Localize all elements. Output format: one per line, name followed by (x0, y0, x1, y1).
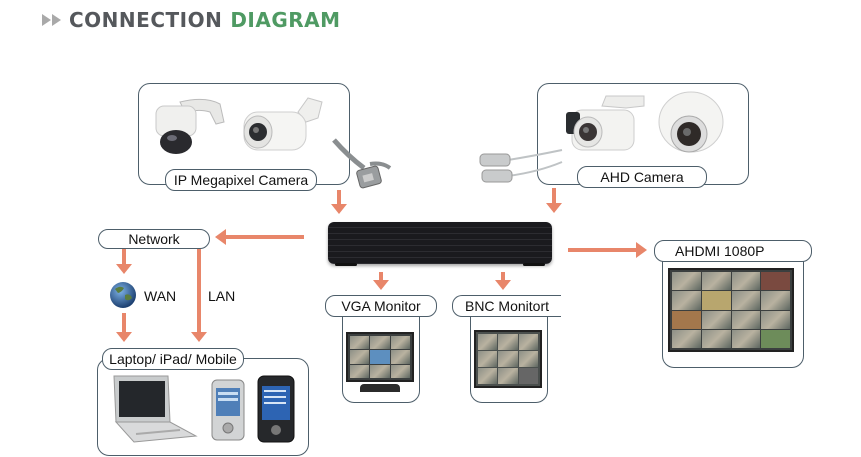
arrow-dvr-to-vga (379, 272, 383, 280)
ptz-dome-camera-icon (155, 98, 225, 154)
dome-camera-icon (658, 91, 724, 153)
ethernet-cable-icon (332, 138, 392, 189)
arrow-dvr-to-hdmi (568, 248, 636, 252)
bullet-camera-icon (566, 95, 645, 151)
vga-monitor-icon (346, 332, 414, 382)
laptop-icon (113, 375, 198, 443)
ahd-camera-label: AHD Camera (577, 166, 707, 188)
arrow-ahd-to-dvr-head (546, 203, 562, 213)
hdmi-monitor-label: AHDMI 1080P (654, 240, 812, 262)
vga-monitor-label-text: VGA Monitor (341, 298, 421, 314)
arrow-network-to-wan-head (116, 264, 132, 274)
network-label-text: Network (128, 231, 180, 247)
bnc-cable-icon (479, 149, 563, 183)
arrow-ip-to-dvr (337, 190, 341, 205)
arrow-dvr-to-network-head (215, 229, 226, 245)
hdmi-monitor-label-text: AHDMI 1080P (675, 243, 765, 259)
arrow-network-to-wan (122, 249, 126, 265)
arrow-network-to-clients-lan-head (191, 332, 207, 342)
arrow-ip-to-dvr-head (331, 204, 347, 214)
double-play-arrow-icon (42, 14, 61, 26)
arrow-dvr-to-bnc-head (495, 280, 511, 290)
arrow-network-to-clients-lan (197, 249, 201, 333)
dvr-recorder-icon (328, 222, 552, 264)
arrow-dvr-to-vga-head (373, 280, 389, 290)
bnc-monitor-label-text: BNC Monitort (464, 298, 550, 314)
lan-label: LAN (208, 288, 236, 304)
bnc-monitor-label: BNC Monitort (452, 295, 561, 317)
ip-camera-label: IP Megapixel Camera (165, 169, 317, 191)
page-title: CONNECTION DIAGRAM (42, 6, 341, 34)
arrow-wan-to-clients (122, 313, 126, 333)
vga-monitor-label: VGA Monitor (325, 295, 437, 317)
title-connection: CONNECTION (69, 8, 223, 32)
arrow-dvr-to-bnc (501, 272, 505, 280)
ip-camera-label-text: IP Megapixel Camera (173, 172, 309, 188)
dvr-foot (523, 263, 545, 266)
ahd-camera-label-text: AHD Camera (600, 169, 684, 185)
wan-label: WAN (144, 288, 177, 304)
bnc-monitor-icon (474, 330, 542, 388)
pda-icon (257, 375, 295, 443)
title-diagram: DIAGRAM (230, 8, 341, 32)
arrow-dvr-to-network (226, 235, 304, 239)
arrow-ahd-to-dvr (552, 188, 556, 204)
hdmi-monitor-icon (668, 268, 794, 352)
clients-label-text: Laptop/ iPad/ Mobile (109, 351, 237, 367)
dvr-foot (335, 263, 357, 266)
smartphone-icon (211, 379, 245, 441)
globe-icon (110, 282, 136, 308)
network-label: Network (98, 229, 210, 249)
bullet-camera-icon (243, 97, 323, 151)
vga-monitor-stand (360, 384, 400, 392)
clients-label: Laptop/ iPad/ Mobile (102, 348, 244, 370)
arrow-wan-to-clients-head (116, 332, 132, 342)
arrow-dvr-to-hdmi-head (636, 242, 647, 258)
